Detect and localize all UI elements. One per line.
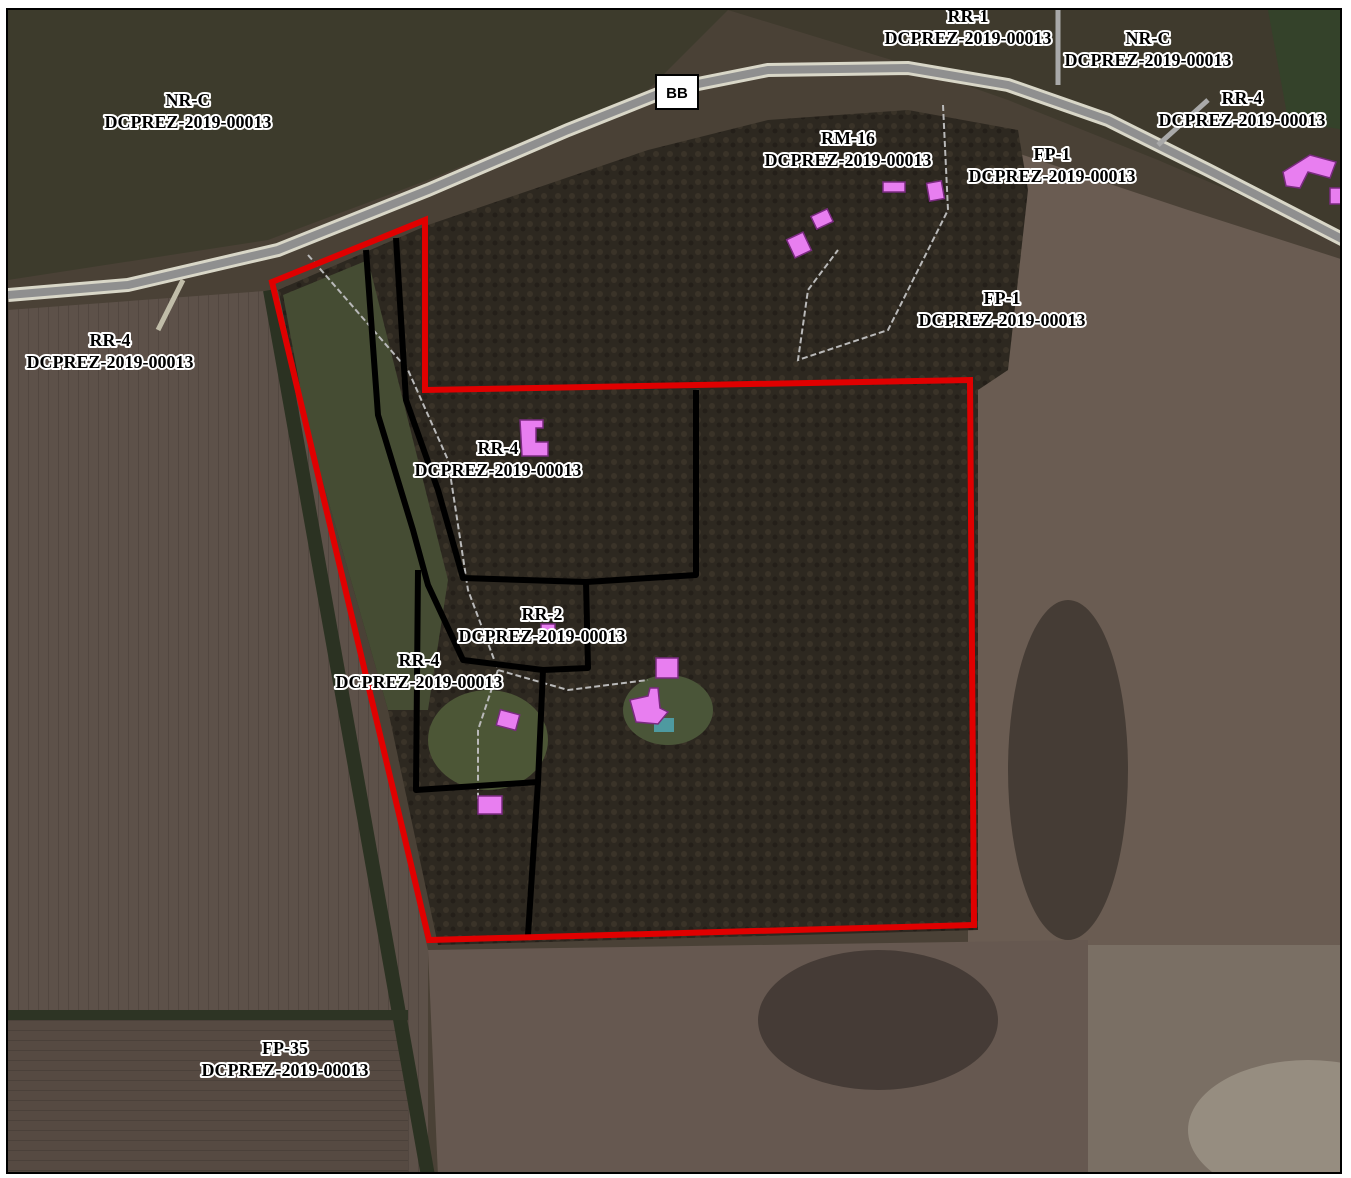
north-field-west — [8, 10, 728, 280]
building — [540, 623, 556, 635]
building — [785, 231, 813, 259]
building — [655, 657, 679, 679]
driveway-west — [307, 254, 649, 692]
rezone-parcel-boundary[interactable] — [268, 215, 978, 944]
east-cropland-dark-patch — [1008, 600, 1128, 940]
south-clearing — [428, 690, 548, 790]
building — [629, 687, 670, 725]
building — [1282, 154, 1337, 189]
west-clearing — [283, 260, 448, 710]
lot-line — [413, 569, 539, 793]
building — [882, 181, 906, 193]
building — [519, 419, 549, 457]
building — [925, 179, 946, 202]
side-road-northeast — [1156, 98, 1210, 147]
south-cropland-dark-patch — [758, 950, 998, 1090]
northeast-wetland — [1268, 10, 1340, 130]
north-field-east — [728, 10, 1340, 239]
south-cropland — [428, 940, 1088, 1172]
buildings — [477, 154, 1340, 815]
west-cropland — [8, 290, 428, 1172]
west-hedgerow — [263, 288, 435, 1172]
road-shield-box — [655, 74, 699, 110]
road-shield-label: BB — [666, 85, 688, 102]
building — [495, 708, 521, 732]
lot-line — [525, 669, 546, 936]
pond-clearing — [623, 675, 713, 745]
lot-line — [393, 237, 699, 585]
road-shield-bb: BB — [655, 74, 699, 110]
lot-line — [363, 249, 591, 673]
southeast-pale-patch — [1188, 1060, 1340, 1172]
side-road-west — [155, 278, 186, 332]
building — [1329, 187, 1340, 205]
lot-lines — [363, 237, 699, 936]
southwest-field — [8, 1010, 408, 1172]
driveway-south — [477, 669, 499, 800]
county-road-bb-pavement — [8, 63, 1340, 299]
building — [477, 795, 503, 815]
building — [809, 207, 835, 231]
